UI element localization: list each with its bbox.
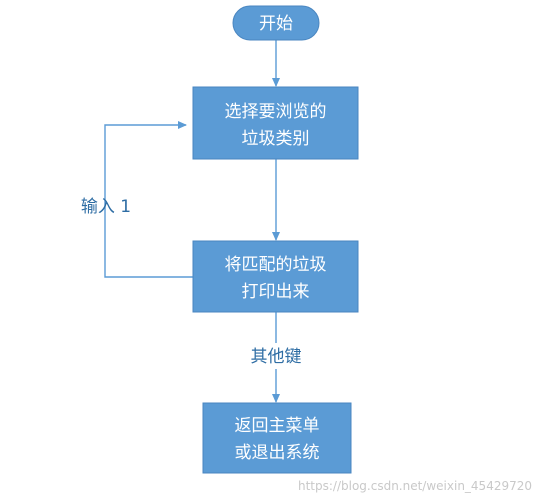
edge-label-backdrop [244,343,308,369]
start-node: 开始 [232,5,320,41]
edge-loop-print-to-select [104,121,193,278]
print-matches-line2: 打印出来 [242,282,310,302]
exit-node-shape [202,402,352,474]
select-category-node-shape [192,86,359,160]
start-node-text: 开始 [259,14,293,34]
print-matches-line1: 将匹配的垃圾 [225,255,327,275]
select-category-node: 选择要浏览的 垃圾类别 [192,86,359,160]
exit-line2: 或退出系统 [235,443,320,463]
exit-node: 返回主菜单 或退出系统 [202,402,352,474]
select-category-line2: 垃圾类别 [242,129,310,149]
start-node-shape [232,5,320,41]
select-category-line1: 选择要浏览的 [225,102,327,122]
exit-line1: 返回主菜单 [235,416,320,436]
print-matches-node: 将匹配的垃圾 打印出来 [192,240,359,313]
watermark: https://blog.csdn.net/weixin_45429720 [298,479,532,493]
print-matches-node-shape [192,240,359,313]
other-key-edge-label: 其他键 [251,347,302,367]
loop-edge-label: 输入 1 [81,197,131,217]
